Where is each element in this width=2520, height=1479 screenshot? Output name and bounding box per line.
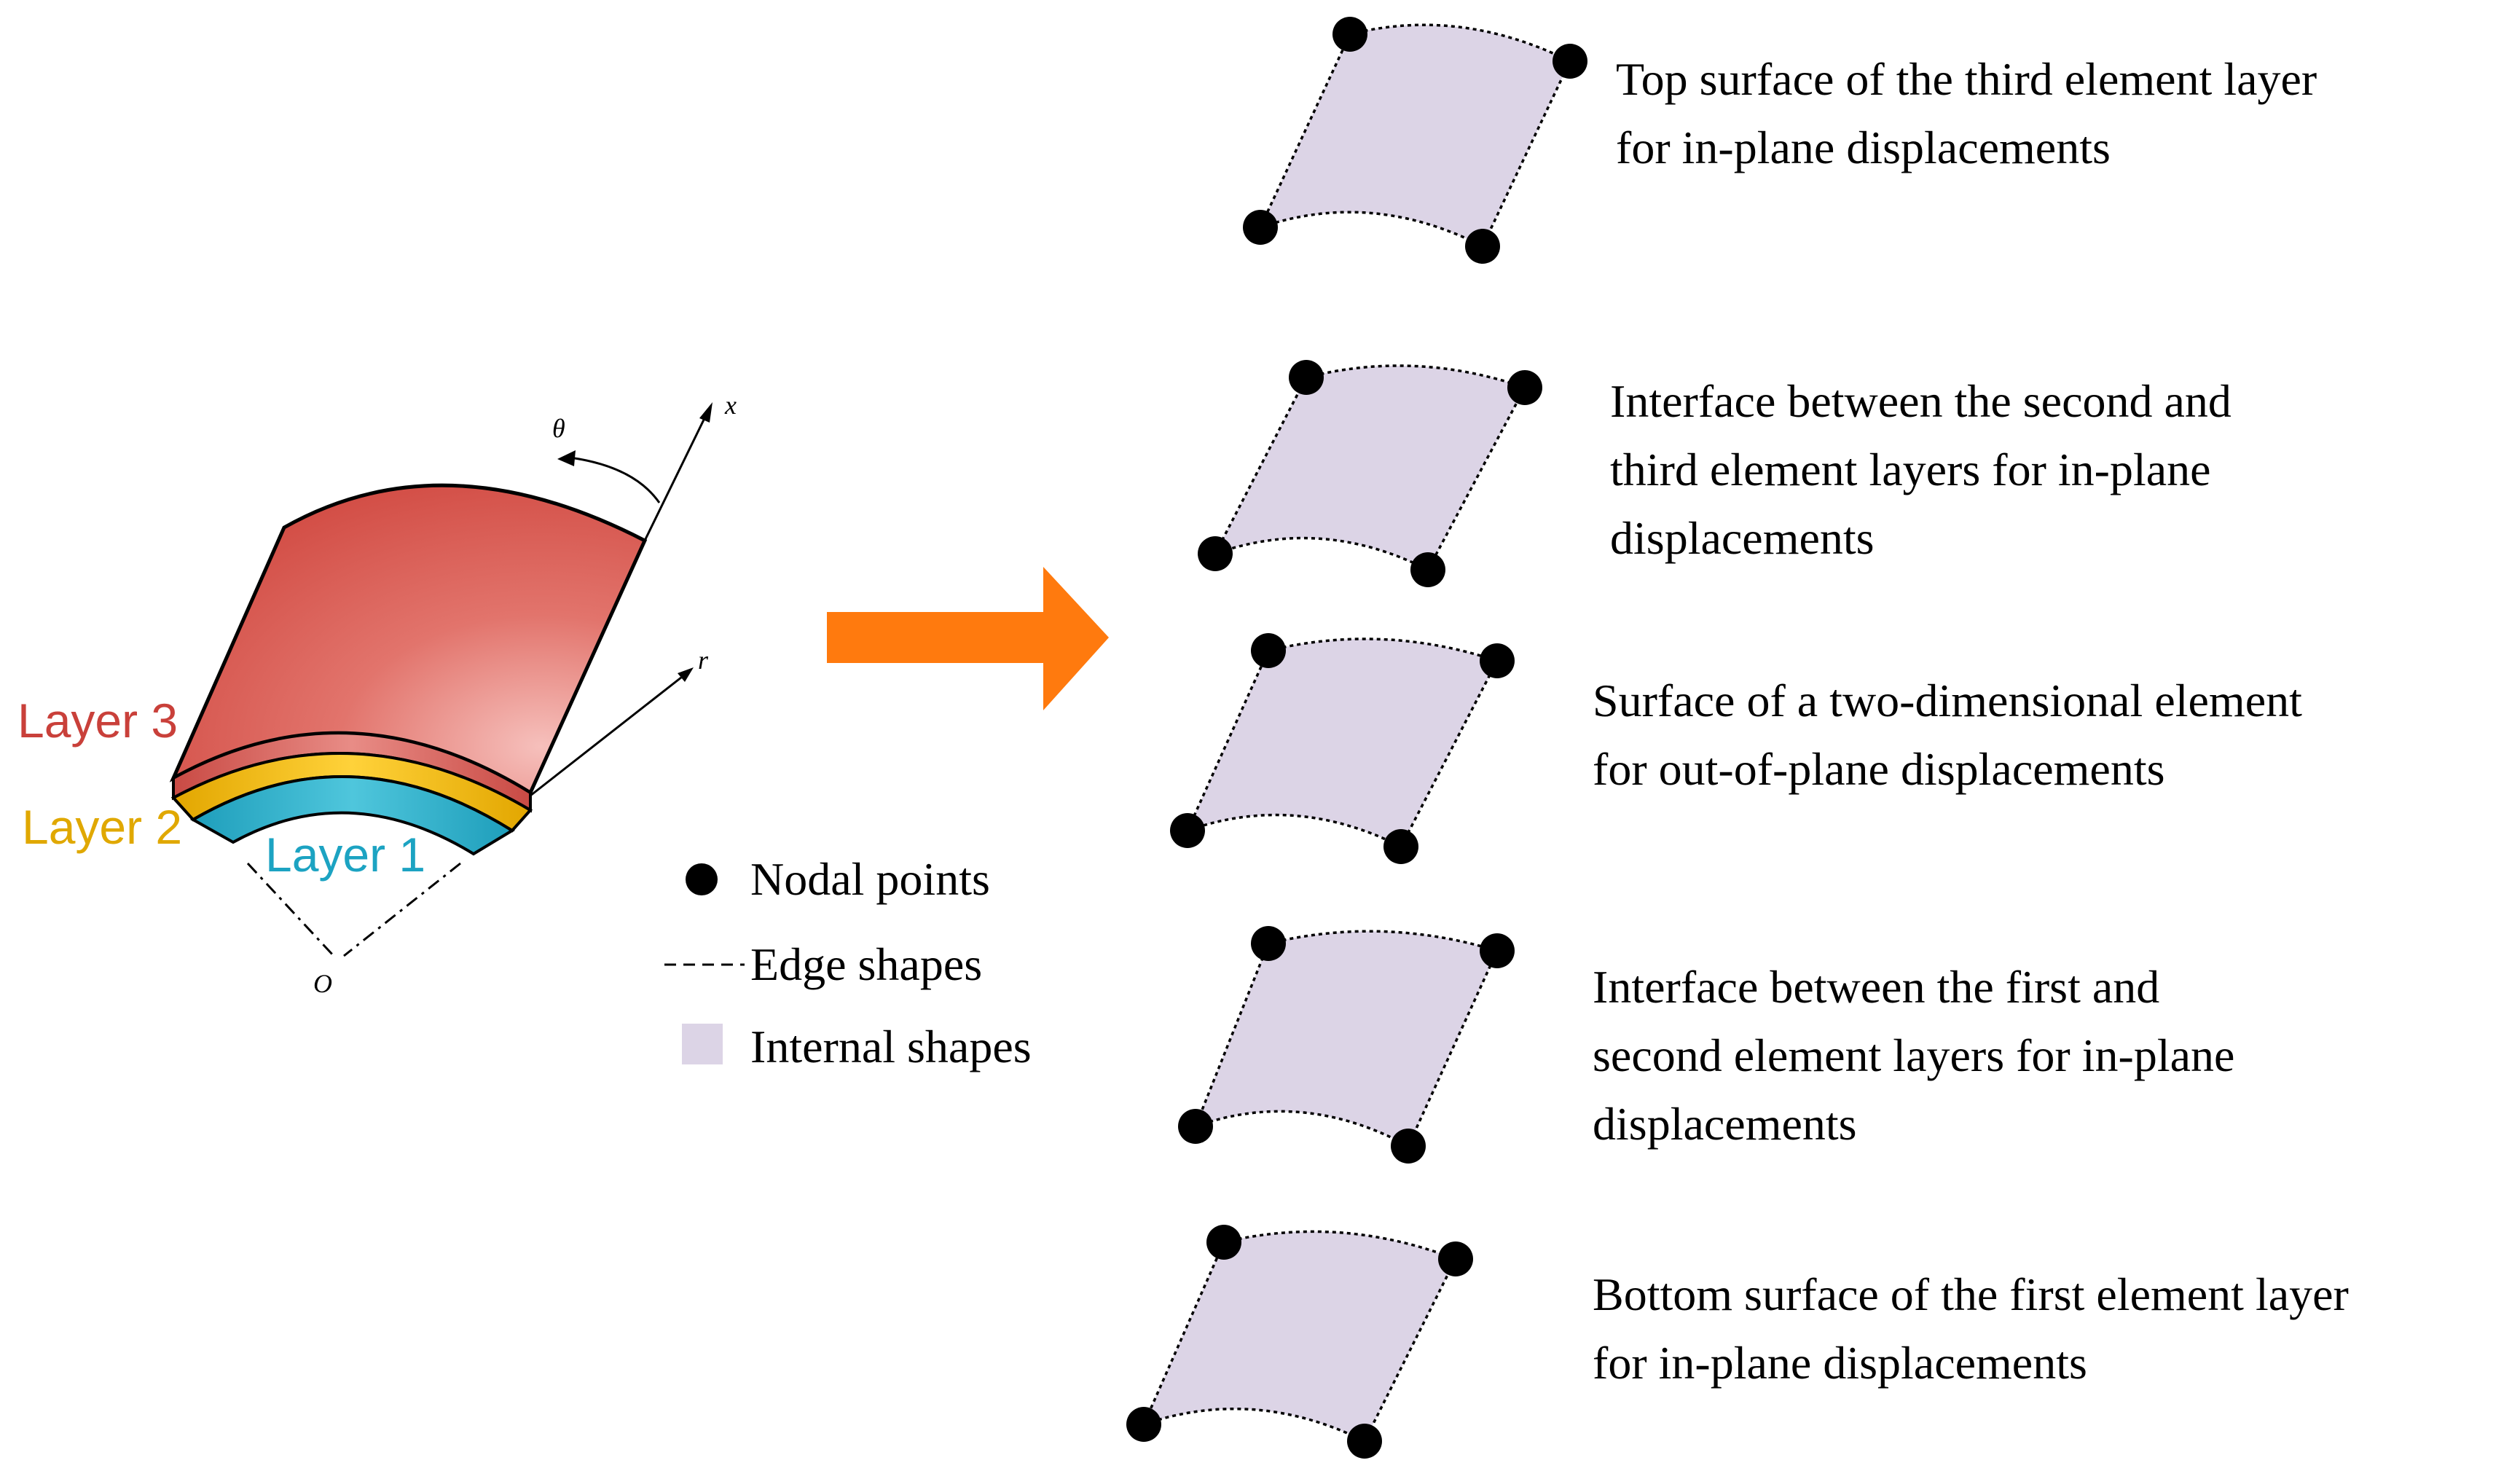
legend-nodal-points: Nodal points [750,853,990,905]
internal-shape [1260,25,1570,246]
element-surface-1 [1243,17,1587,264]
internal-shape [1215,365,1525,570]
element-surface-2 [1198,360,1542,587]
element-4-line2: second element layers for in-plane [1593,1029,2234,1081]
internal-shape [1188,638,1497,847]
legend-edge-shapes: Edge shapes [750,938,982,990]
nodal-point [1347,1424,1382,1459]
element-1-line1: Top surface of the third element layer [1616,53,2317,105]
element-surface-3 [1170,633,1515,864]
nodal-point [1243,210,1278,245]
element-3-text: Surface of a two-dimensional element for… [1593,675,2314,795]
nodal-point [1391,1129,1426,1164]
element-1-line2: for in-plane displacements [1616,122,2111,173]
r-axis-label: r [698,646,709,675]
theta-label: θ [552,414,565,443]
theta-arc [569,456,661,503]
nodal-point [1332,17,1367,52]
element-5-text: Bottom surface of the first element laye… [1593,1268,2360,1389]
nodal-point [1383,829,1418,864]
nodal-point [1170,813,1205,848]
element-2-line1: Interface between the second and [1610,375,2232,427]
element-4-line1: Interface between the first and [1593,961,2159,1013]
nodal-point [1410,552,1445,587]
nodal-point [1126,1407,1161,1442]
element-3-line2: for out-of-plane displacements [1593,743,2165,795]
nodal-point [1465,229,1500,264]
origin-line-left [246,862,335,957]
element-5-line1: Bottom surface of the first element laye… [1593,1268,2349,1320]
edge-shape [1141,1230,1458,1443]
x-axis-label: x [724,391,737,420]
layer1-band [189,775,515,856]
nodal-point [1206,1225,1241,1260]
layer3-label: Layer 3 [17,694,178,748]
nodal-point [1480,933,1515,968]
nodal-point [1251,633,1286,668]
nodal-point [1251,926,1286,961]
internal-shape [1196,931,1497,1146]
nodal-point [1553,44,1587,79]
layer2-label: Layer 2 [22,800,182,854]
r-axis-arrowhead [678,667,694,682]
element-1-text: Top surface of the third element layer f… [1616,53,2328,173]
origin-label: O [313,969,332,998]
internal-shape [1144,1231,1456,1441]
element-5-line2: for in-plane displacements [1593,1337,2087,1389]
curved-shell-model: x r θ O Layer 3 Layer 2 Layer 1 [17,391,737,998]
layer1-label: Layer 1 [265,828,425,882]
origin-line-right [343,862,461,957]
element-3-line1: Surface of a two-dimensional element [1593,675,2302,726]
x-axis-line [643,413,708,541]
element-surface-4 [1178,926,1515,1164]
element-2-line2: third element layers for in-plane [1610,444,2211,495]
nodal-point [1507,370,1542,405]
element-descriptions: Top surface of the third element layer f… [1593,53,2360,1389]
nodal-point [1198,536,1233,571]
x-axis-arrowhead [699,402,713,423]
edge-shape [1185,638,1499,849]
nodal-point [1289,360,1324,395]
theta-arrowhead [557,450,576,466]
element-2-text: Interface between the second and third e… [1610,375,2243,564]
element-surface-5 [1126,1225,1473,1459]
legend: Nodal points Edge shapes Internal shapes [664,853,1032,1072]
nodal-point [1178,1109,1213,1144]
nodal-point [1438,1241,1473,1276]
element-4-line3: displacements [1593,1098,1857,1150]
r-axis-line [530,673,686,797]
element-4-text: Interface between the first and second e… [1593,961,2246,1150]
transform-arrow [827,567,1109,710]
element-2-line3: displacements [1610,512,1875,564]
nodal-point [1480,643,1515,678]
legend-internal-shapes: Internal shapes [750,1021,1032,1072]
edge-shape [1212,364,1527,572]
element-surfaces [1126,17,1587,1459]
legend-internal-marker [682,1024,723,1064]
legend-node-marker [686,863,718,895]
